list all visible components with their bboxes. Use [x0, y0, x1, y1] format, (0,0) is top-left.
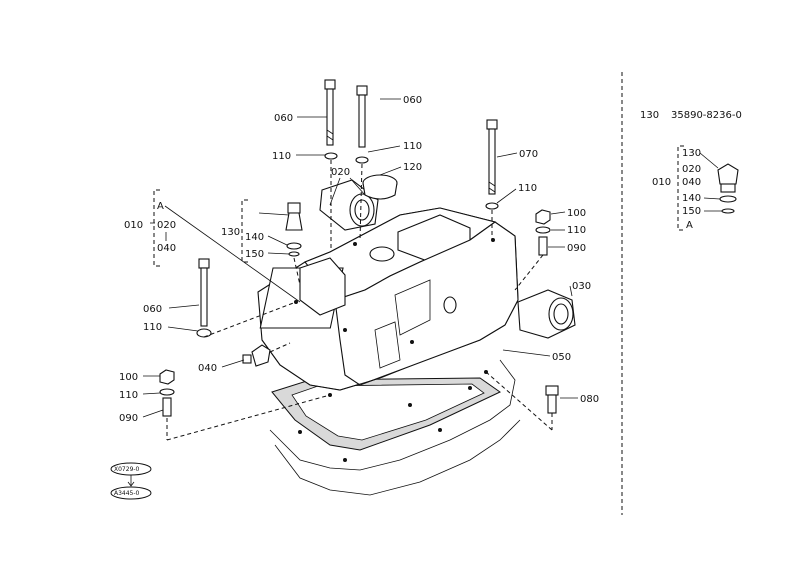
callout-090-a: 090: [567, 243, 586, 254]
callout-A: A: [157, 201, 164, 212]
part-140-washer-left: [286, 242, 302, 250]
callout-060-a: 060: [274, 113, 293, 124]
header-ref-no: 130: [640, 110, 659, 121]
cover-front-face: [334, 221, 519, 386]
part-130-plug-left: [285, 202, 303, 231]
part-120-cap-body: [362, 182, 398, 200]
part-040-fitting: [242, 344, 271, 367]
callout-040-b: 040: [198, 363, 217, 374]
part-100-nut-right: [535, 209, 551, 225]
side-callout-020: 020: [682, 164, 701, 175]
side-callout-040: 040: [682, 177, 701, 188]
cover-bracket: [374, 321, 401, 369]
cover-flange-line: [261, 339, 381, 391]
callout-020: 020: [331, 167, 350, 178]
callout-020-left: 020: [157, 220, 176, 231]
serial-label-bottom: A3445-0: [114, 490, 140, 497]
callout-110-c: 110: [518, 183, 537, 194]
callout-110-f: 110: [119, 390, 138, 401]
cover-rib: [394, 279, 431, 336]
part-110-washer-c: [485, 202, 499, 210]
callout-140: 140: [245, 232, 264, 243]
callout-030: 030: [572, 281, 591, 292]
part-060-bolt-a: [324, 79, 336, 146]
leader-lines: [142, 98, 578, 418]
header-part-no: 35890-8236-0: [671, 110, 742, 121]
callout-110-b: 110: [403, 141, 422, 152]
side-callout-140: 140: [682, 193, 701, 204]
side-part-130-plug: [717, 163, 739, 193]
callout-100-b: 100: [119, 372, 138, 383]
part-110-washer-b: [355, 156, 369, 164]
callout-110-a: 110: [272, 151, 291, 162]
callout-110-d: 110: [567, 225, 586, 236]
part-110-washer-a: [324, 152, 338, 160]
part-110-washer-f: [159, 388, 175, 396]
callout-050: 050: [552, 352, 571, 363]
callout-130: 130: [221, 227, 240, 238]
callout-080: 080: [580, 394, 599, 405]
serial-label-top: X0729-0: [114, 466, 140, 473]
part-150-oring-left: [288, 251, 300, 257]
side-callout-130: 130: [682, 148, 701, 159]
housing-bolt-holes: [294, 238, 495, 462]
part-090-stud-left: [162, 397, 172, 417]
callout-070: 070: [519, 149, 538, 160]
cover-front-hole: [443, 296, 457, 314]
transmission-body: [269, 359, 516, 471]
side-part-140-washer: [719, 195, 737, 203]
callout-100-a: 100: [567, 208, 586, 219]
side-callout-010: 010: [652, 177, 671, 188]
part-020-sleeve-bore: [354, 199, 370, 221]
side-leader-lines: [699, 152, 722, 212]
callout-060-c: 060: [143, 304, 162, 315]
callout-060-b: 060: [403, 95, 422, 106]
gasket-inner: [291, 383, 485, 441]
part-030-sleeve-bore: [553, 303, 569, 325]
part-080-bolt: [545, 385, 559, 414]
bracket-010-group: [153, 189, 160, 267]
bracket-130-group: [241, 199, 248, 263]
cover-left-boss: [299, 257, 346, 316]
part-060-bolt-b: [356, 85, 368, 148]
part-060-bolt-c: [198, 258, 210, 327]
callout-120: 120: [403, 162, 422, 173]
part-100-nut-left: [159, 369, 175, 385]
callout-040-left: 040: [157, 243, 176, 254]
cover-top-hole: [369, 246, 395, 262]
callout-150: 150: [245, 249, 264, 260]
transmission-body-lower: [274, 419, 521, 496]
part-110-washer-d: [535, 226, 551, 234]
serial-oval-bottom: [110, 486, 152, 500]
callout-010: 010: [124, 220, 143, 231]
part-090-stud-right: [538, 236, 548, 256]
side-callout-150: 150: [682, 206, 701, 217]
part-070-bolt: [486, 119, 498, 195]
side-callout-A: A: [686, 220, 693, 231]
side-part-150-oring: [721, 208, 735, 214]
part-110-washer-e: [196, 328, 212, 338]
bracket-side-group: [677, 145, 684, 231]
callout-090-b: 090: [119, 413, 138, 424]
callout-110-e: 110: [143, 322, 162, 333]
